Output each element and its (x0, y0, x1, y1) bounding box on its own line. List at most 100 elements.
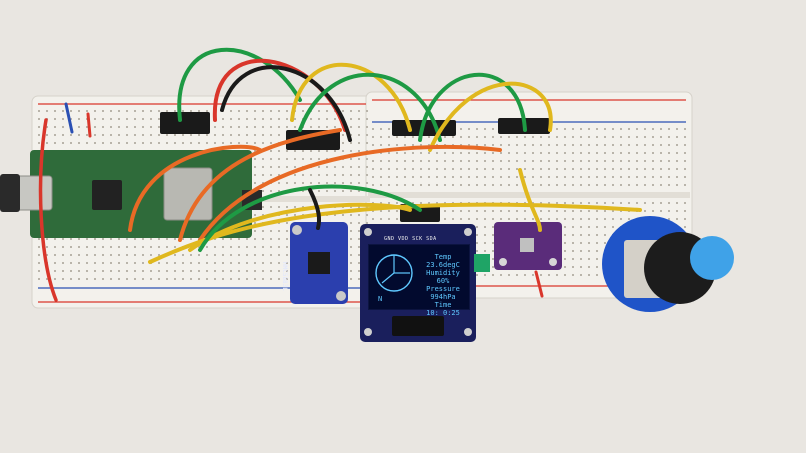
breadboard-hole (150, 246, 152, 248)
breadboard-hole (548, 218, 550, 220)
breadboard-hole (238, 270, 240, 272)
breadboard-hole (182, 134, 184, 136)
breadboard-hole (660, 168, 662, 170)
breadboard-hole (420, 184, 422, 186)
breadboard-hole (516, 210, 518, 212)
breadboard-hole (142, 262, 144, 264)
breadboard-hole (532, 184, 534, 186)
breadboard-hole (126, 142, 128, 144)
breadboard-hole (70, 254, 72, 256)
breadboard-hole (564, 128, 566, 130)
breadboard-hole (94, 142, 96, 144)
breadboard-hole (652, 136, 654, 138)
breadboard-hole (142, 270, 144, 272)
breadboard-hole (604, 210, 606, 212)
breadboard-hole (676, 168, 678, 170)
breadboard-hole (302, 190, 304, 192)
breadboard-hole (428, 136, 430, 138)
breadboard-hole (492, 210, 494, 212)
display-pin-labels: GND VDD SCK SDA (384, 236, 437, 242)
breadboard-hole (350, 254, 352, 256)
breadboard-hole (492, 218, 494, 220)
breadboard-hole (246, 246, 248, 248)
breadboard-hole (540, 152, 542, 154)
breadboard-hole (158, 262, 160, 264)
wire-black (220, 65, 352, 142)
breadboard-hole (230, 238, 232, 240)
breadboard-hole (262, 126, 264, 128)
breadboard-hole (644, 202, 646, 204)
breadboard-hole (278, 158, 280, 160)
breadboard-hole (676, 152, 678, 154)
breadboard-hole (612, 152, 614, 154)
breadboard-hole (460, 176, 462, 178)
breadboard-hole (166, 142, 168, 144)
breadboard-hole (492, 226, 494, 228)
breadboard-hole (318, 166, 320, 168)
breadboard-hole (492, 176, 494, 178)
breadboard-hole (150, 270, 152, 272)
breadboard-hole (366, 174, 368, 176)
breadboard-hole (150, 134, 152, 136)
breadboard-hole (278, 110, 280, 112)
breadboard-hole (380, 202, 382, 204)
breadboard-hole (604, 184, 606, 186)
breadboard-hole (222, 278, 224, 280)
breadboard-hole (620, 136, 622, 138)
breadboard-hole (38, 246, 40, 248)
mounting-hole (549, 258, 557, 266)
breadboard-hole (238, 262, 240, 264)
breadboard-hole (358, 230, 360, 232)
breadboard-hole (270, 190, 272, 192)
breadboard-hole (318, 182, 320, 184)
breadboard-hole (596, 128, 598, 130)
breadboard-hole (644, 168, 646, 170)
breadboard-hole (294, 150, 296, 152)
breadboard-hole (556, 144, 558, 146)
breadboard-hole (342, 142, 344, 144)
breadboard-hole (596, 184, 598, 186)
breadboard-hole (78, 142, 80, 144)
breadboard-hole (246, 110, 248, 112)
breadboard-hole (278, 254, 280, 256)
breadboard-hole (110, 270, 112, 272)
breadboard-hole (396, 152, 398, 154)
breadboard-hole (468, 184, 470, 186)
breadboard-hole (588, 202, 590, 204)
breadboard-hole (572, 160, 574, 162)
breadboard-hole (572, 184, 574, 186)
breadboard-hole (468, 160, 470, 162)
breadboard-hole (238, 126, 240, 128)
breadboard-hole (278, 174, 280, 176)
breadboard-hole (396, 144, 398, 146)
breadboard-hole (404, 184, 406, 186)
breadboard-hole (62, 278, 64, 280)
breadboard-hole (118, 110, 120, 112)
breadboard-hole (524, 202, 526, 204)
breadboard-hole (294, 166, 296, 168)
breadboard-hole (388, 210, 390, 212)
breadboard-hole (190, 142, 192, 144)
breadboard-hole (476, 160, 478, 162)
breadboard-hole (516, 218, 518, 220)
breadboard-hole (182, 238, 184, 240)
breadboard-hole (396, 168, 398, 170)
breadboard-hole (206, 134, 208, 136)
breadboard-hole (86, 262, 88, 264)
breadboard-hole (286, 118, 288, 120)
breadboard-hole (334, 174, 336, 176)
breadboard-hole (318, 118, 320, 120)
breadboard-hole (484, 136, 486, 138)
breadboard-hole (222, 126, 224, 128)
breadboard-hole (684, 184, 686, 186)
breadboard-hole (62, 238, 64, 240)
breadboard-hole (278, 134, 280, 136)
breadboard-hole (372, 168, 374, 170)
breadboard-hole (222, 118, 224, 120)
breadboard-hole (286, 246, 288, 248)
breadboard-hole (166, 278, 168, 280)
breadboard-hole (350, 110, 352, 112)
breadboard-hole (388, 218, 390, 220)
breadboard-hole (412, 144, 414, 146)
